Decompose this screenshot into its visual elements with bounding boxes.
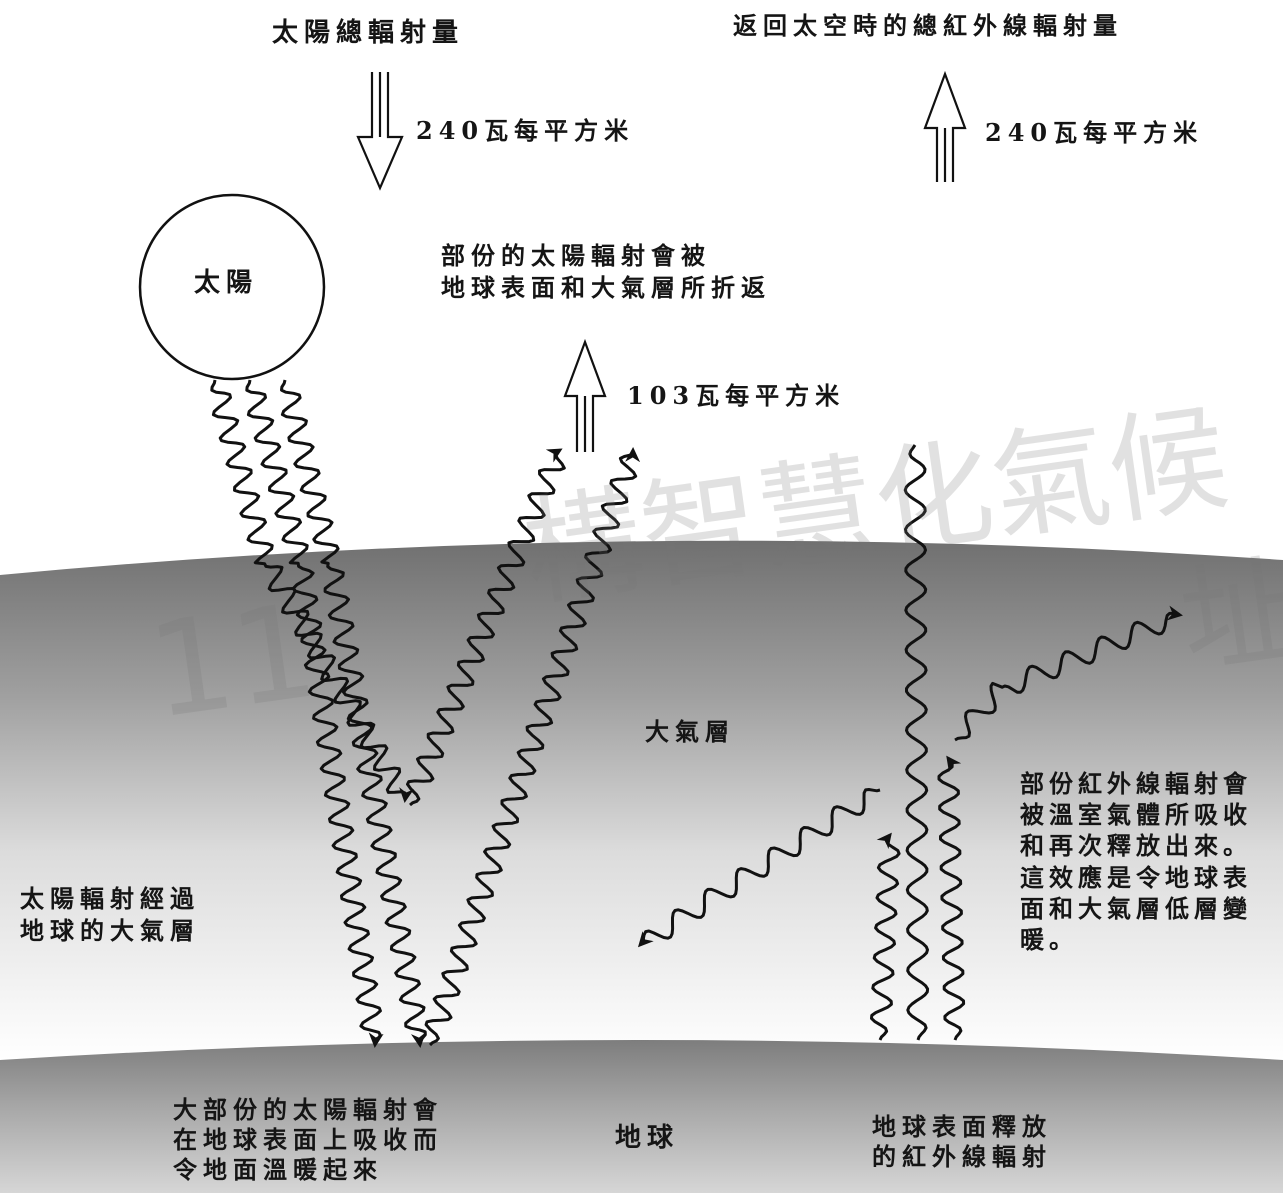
surface-ir-3	[937, 755, 966, 1041]
sun-label: 太陽	[194, 268, 259, 298]
greenhouse-line-4: 這效應是令地球表	[1020, 862, 1252, 892]
reflected-text: 部份的太陽輻射會被 地球表面和大氣層所折返	[441, 240, 771, 305]
absorbed-line-3: 令地面溫暖起來	[173, 1155, 383, 1184]
reemitted-ir-right	[954, 605, 1183, 742]
absorbed-line-2: 在地球表面上吸收而	[173, 1125, 443, 1154]
earth-label: 地球	[615, 1123, 680, 1153]
absorbed-text: 大部份的太陽輻射會 在地球表面上吸收而 令地面溫暖起來	[173, 1095, 443, 1185]
sun-circle	[138, 193, 326, 381]
greenhouse-line-5: 面和大氣層低層變	[1020, 893, 1252, 923]
outgoing-title: 返回太空時的總紅外線輻射量	[733, 11, 1123, 40]
greenhouse-line-1: 部份紅外線輻射會	[1020, 769, 1252, 798]
reflected-value: 103瓦每平方米	[627, 381, 846, 410]
greenhouse-text: 部份紅外線輻射會 被溫室氣體所吸收 和再次釋放出來。 這效應是令地球表 面和大氣…	[1020, 768, 1252, 955]
radiation-waves	[210, 379, 1183, 1048]
reflected-arrow	[563, 338, 607, 452]
reflected-ray-1	[406, 448, 566, 807]
solar-pass-text: 太陽輻射經過 地球的大氣層	[20, 883, 200, 948]
solar-pass-line-2: 地球的大氣層	[20, 916, 200, 946]
reflected-line-2: 地球表面和大氣層所折返	[441, 273, 771, 303]
atmosphere-label: 大氣層	[645, 717, 735, 746]
incoming-arrow	[356, 72, 404, 191]
reflected-line-1: 部份的太陽輻射會被	[441, 241, 711, 270]
outgoing-value: 240瓦每平方米	[985, 118, 1204, 147]
outgoing-arrow	[923, 70, 967, 182]
greenhouse-line-6: 暖。	[1020, 924, 1078, 954]
reemitted-ir-left	[637, 788, 881, 948]
incoming-value: 240瓦每平方米	[416, 116, 635, 145]
earth-ground	[0, 1040, 1283, 1193]
greenhouse-line-3: 和再次釋放出來。	[1020, 831, 1252, 861]
surface-ir-1	[870, 832, 901, 1041]
surface-ir-line-2: 的紅外線輻射	[872, 1142, 1052, 1171]
solar-pass-line-1: 太陽輻射經過	[20, 884, 200, 913]
surface-ir-2	[903, 444, 930, 1041]
surface-ir-text: 地球表面釋放 的紅外線輻射	[872, 1112, 1052, 1172]
incoming-title: 太陽總輻射量	[272, 18, 465, 48]
greenhouse-line-2: 被溫室氣體所吸收	[1020, 800, 1252, 830]
solar-ray-2	[245, 379, 384, 1048]
absorbed-line-1: 大部份的太陽輻射會	[173, 1095, 443, 1124]
reflected-ray-2	[424, 447, 641, 1047]
solar-ray-3	[280, 379, 427, 1048]
surface-ir-line-1: 地球表面釋放	[872, 1112, 1052, 1141]
